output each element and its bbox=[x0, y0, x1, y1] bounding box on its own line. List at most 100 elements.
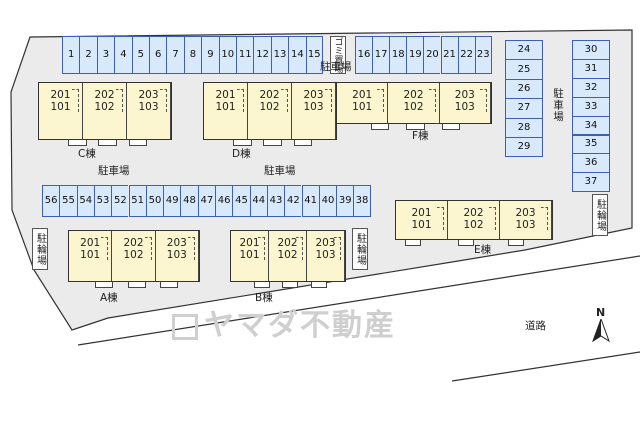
parking-stall-10: 10 bbox=[218, 36, 236, 74]
parking-stall-8: 8 bbox=[183, 36, 202, 74]
building-d-entrance bbox=[233, 140, 252, 146]
building-a-entrance bbox=[160, 282, 179, 288]
watermark-logo-icon bbox=[172, 313, 198, 340]
building-c-label: C棟 bbox=[78, 148, 96, 160]
unit-number-lower: 101 bbox=[215, 101, 236, 113]
unit-number-upper: 202 bbox=[403, 89, 424, 101]
unit-number-lower: 103 bbox=[515, 219, 536, 231]
unit-number-upper: 202 bbox=[259, 89, 280, 101]
unit-number-lower: 102 bbox=[403, 101, 424, 113]
stair-outline bbox=[116, 89, 123, 112]
building-c-entrance bbox=[128, 140, 148, 146]
unit-number-lower: 102 bbox=[259, 101, 280, 113]
road-label: 道路 bbox=[525, 320, 546, 332]
parking-label-center: 駐車場 bbox=[264, 165, 296, 177]
unit-number-lower: 101 bbox=[80, 249, 101, 261]
parking-stall-17: 17 bbox=[372, 36, 390, 74]
unit-number-lower: 101 bbox=[411, 219, 432, 231]
unit-number-lower: 101 bbox=[239, 249, 260, 261]
parking-stall-44: 44 bbox=[249, 185, 267, 217]
stair-outline bbox=[160, 89, 167, 112]
unit-number-upper: 203 bbox=[138, 89, 159, 101]
stair-outline bbox=[237, 89, 244, 112]
unit-number-upper: 201 bbox=[411, 207, 432, 219]
parking-stall-36: 36 bbox=[572, 153, 610, 174]
parking-stall-21: 21 bbox=[440, 36, 458, 74]
unit-number-lower: 102 bbox=[277, 249, 298, 261]
parking-stall-16: 16 bbox=[355, 36, 373, 74]
building-a-entrance bbox=[95, 282, 114, 288]
parking-stall-13: 13 bbox=[270, 36, 289, 74]
unit-number-upper: 201 bbox=[50, 89, 71, 101]
building-f-entrance bbox=[441, 124, 461, 130]
parking-stall-29: 29 bbox=[505, 137, 543, 158]
stair-outline bbox=[281, 89, 288, 112]
unit-number-lower: 102 bbox=[94, 101, 115, 113]
stair-outline bbox=[257, 237, 265, 260]
building-d-entrance bbox=[293, 140, 313, 146]
unit-number-upper: 203 bbox=[454, 89, 475, 101]
parking-stall-53: 53 bbox=[93, 185, 112, 217]
unit-number-lower: 102 bbox=[123, 249, 144, 261]
stair-outline bbox=[541, 207, 548, 230]
stair-outline bbox=[333, 237, 341, 260]
parking-stall-45: 45 bbox=[232, 185, 250, 217]
stair-outline bbox=[72, 89, 79, 112]
stair-outline bbox=[101, 237, 109, 260]
stair-outline bbox=[325, 89, 332, 112]
road-edge-upper bbox=[77, 255, 640, 346]
building-b-label: B棟 bbox=[255, 292, 273, 304]
parking-label-left: 駐車場 bbox=[98, 165, 130, 177]
unit-number-upper: 202 bbox=[463, 207, 484, 219]
parking-stall-27: 27 bbox=[505, 98, 543, 119]
building-e-entrance bbox=[458, 240, 474, 246]
parking-stall-24: 24 bbox=[505, 40, 543, 61]
unit-number-upper: 202 bbox=[94, 89, 115, 101]
stair-outline bbox=[144, 237, 152, 260]
parking-stall-55: 55 bbox=[59, 185, 77, 217]
parking-stall-33: 33 bbox=[572, 96, 610, 117]
parking-stall-49: 49 bbox=[163, 185, 181, 217]
parking-stall-32: 32 bbox=[572, 77, 610, 98]
parking-stall-52: 52 bbox=[111, 185, 129, 217]
stair-outline bbox=[428, 89, 436, 112]
unit-number-lower: 101 bbox=[50, 101, 71, 113]
unit-number-lower: 103 bbox=[138, 101, 159, 113]
watermark-text: ヤマダ不動産 bbox=[204, 308, 396, 343]
building-b-entrance bbox=[253, 282, 270, 288]
parking-stall-4: 4 bbox=[114, 36, 132, 74]
building-a-entrance bbox=[127, 282, 146, 288]
stair-outline bbox=[437, 207, 444, 230]
parking-stall-3: 3 bbox=[96, 36, 115, 74]
parking-stall-48: 48 bbox=[180, 185, 198, 217]
parking-stall-35: 35 bbox=[572, 134, 610, 155]
parking-stall-30: 30 bbox=[572, 40, 610, 60]
building-d-label: D棟 bbox=[232, 148, 251, 160]
parking-stall-23: 23 bbox=[474, 36, 492, 74]
unit-number-lower: 102 bbox=[463, 219, 484, 231]
unit-number-upper: 202 bbox=[123, 237, 144, 249]
bike-parking-right: 駐輪場 bbox=[592, 194, 608, 236]
parking-stall-38: 38 bbox=[353, 185, 371, 217]
parking-stall-41: 41 bbox=[301, 185, 319, 217]
building-b-entrance bbox=[310, 282, 327, 288]
parking-stall-40: 40 bbox=[318, 185, 337, 217]
parking-stall-39: 39 bbox=[336, 185, 354, 217]
building-e-label: E棟 bbox=[474, 244, 492, 256]
